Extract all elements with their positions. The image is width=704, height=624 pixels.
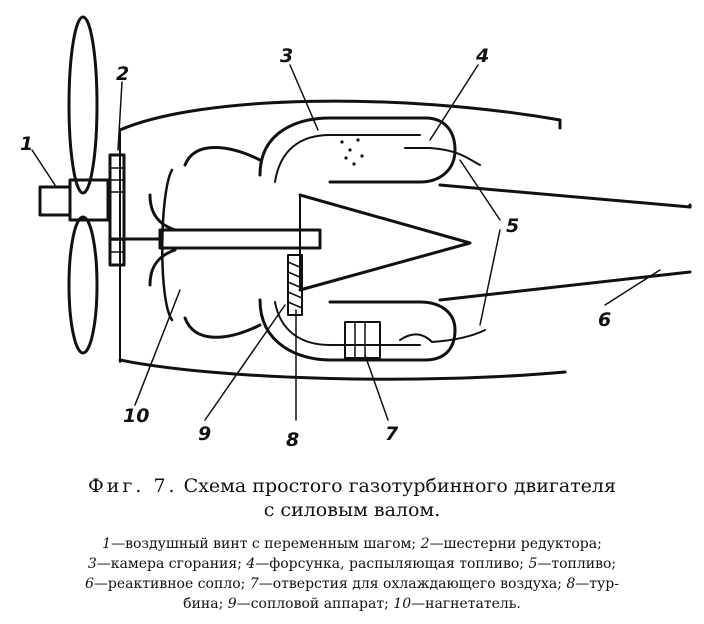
label-2: 2 [116,63,129,85]
legend-text: воздушный винт с переменным шагом; [125,536,417,552]
legend-text: тур- [589,576,619,592]
jet-nozzle [438,183,692,302]
outer-casing-bottom [118,358,567,381]
caption-title-1: Схема простого газотурбинного двигателя [183,475,616,497]
legend-text: форсунка, распыляющая топливо; [269,556,524,572]
caption-line-1: Фиг. 7. Схема простого газотурбинного дв… [0,474,704,498]
legend-text: отверстия для охлаждающего воздуха; [272,576,562,592]
legend-line-3: 6—реактивное сопло; 7—отверстия для охла… [85,576,619,592]
legend-num: 9 [227,596,237,612]
legend-num: 5 [528,556,538,572]
label-5: 5 [506,215,519,237]
legend-num: 2 [420,536,430,552]
legend-text: камера сгорания; [110,556,242,572]
legend-text: бина; [183,596,224,612]
legend-line-1: 1—воздушный винт с переменным шагом; 2—ш… [102,536,602,552]
outer-casing [118,99,562,132]
label-6: 6 [598,309,611,331]
compressor-impeller [148,193,177,287]
fuel-injector-lower [399,329,486,343]
legend-num: 4 [246,556,256,572]
fuel-injector-upper [404,147,481,166]
legend-line-2: 3—камера сгорания; 4—форсунка, распыляющ… [87,556,617,572]
shaft [158,228,322,250]
legend-text: топливо; [551,556,617,572]
label-7: 7 [385,423,399,445]
engine-diagram: 1 2 3 4 5 6 7 8 9 10 [20,15,692,451]
reduction-gear [108,153,126,267]
legend-text: шестерни редуктора; [443,536,602,552]
legend-text: реактивное сопло; [107,576,246,592]
legend-num: 1 [102,536,112,552]
propeller-blade-bottom [67,215,99,355]
combustion-chamber-lower [258,298,457,362]
propeller-hub [38,185,72,217]
label-10: 10 [123,405,149,427]
legend: 1—воздушный винт с переменным шагом; 2—ш… [0,534,704,614]
turbine-cone [298,193,472,292]
legend-num: 3 [87,556,97,572]
caption-line-2: с силовым валом. [263,499,441,521]
legend-text: сопловой аппарат; [250,596,389,612]
legend-num: 7 [249,576,259,592]
propeller-blade-top [67,15,99,195]
compressor-housing [183,146,262,339]
legend-num: 10 [393,596,412,612]
figure-label: Фиг. 7. [88,475,178,497]
cooling-holes [344,321,381,359]
turbine-wheel [287,254,303,316]
legend-num: 8 [566,576,576,592]
label-1: 1 [20,133,33,155]
label-3: 3 [280,45,293,67]
label-9: 9 [198,423,211,445]
label-8: 8 [286,429,299,451]
figure-caption: Фиг. 7. Схема простого газотурбинного дв… [0,474,704,522]
legend-num: 6 [85,576,94,592]
label-4: 4 [475,45,489,67]
legend-line-4: бина; 9—сопловой аппарат; 10—нагнетатель… [183,596,521,612]
legend-text: нагнетатель. [425,596,521,612]
